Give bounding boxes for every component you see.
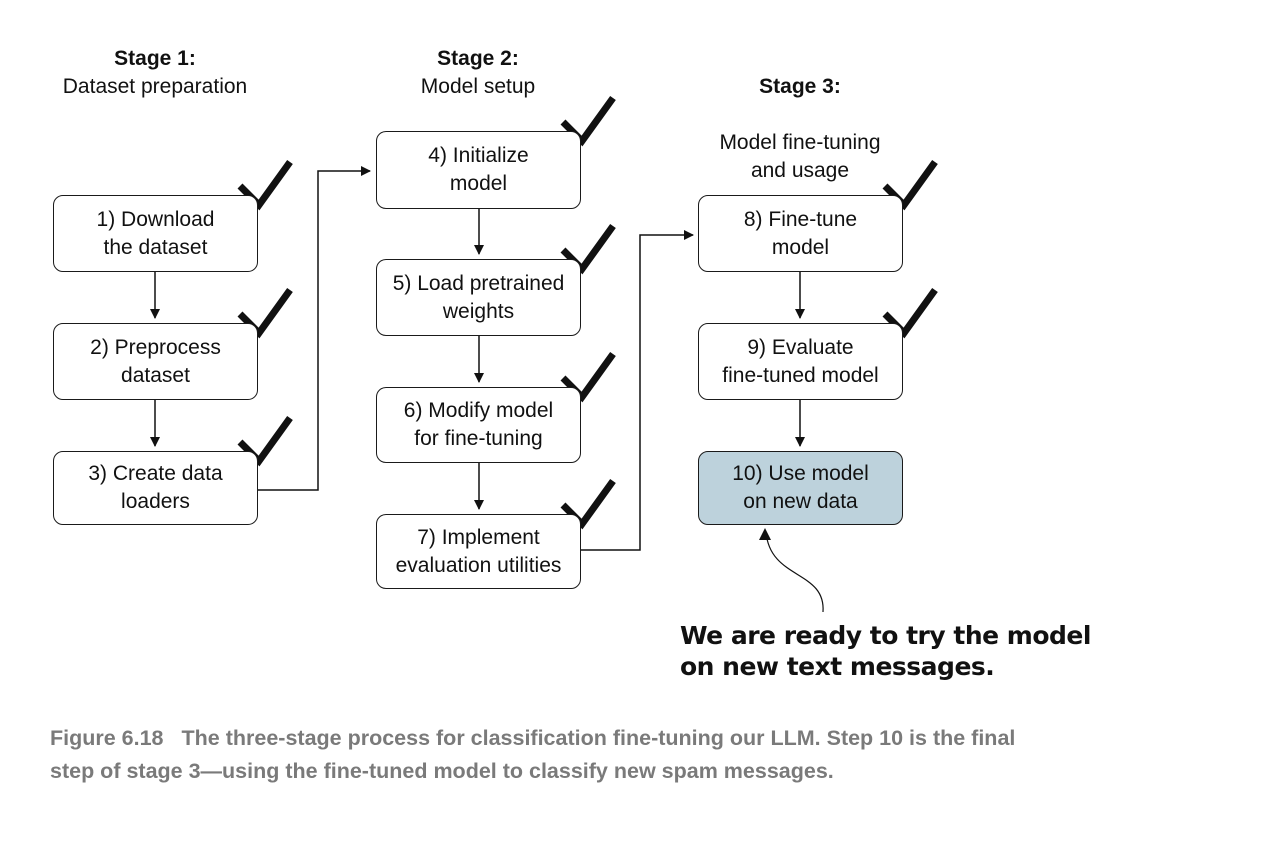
checkmark-icon: [560, 223, 616, 275]
checkmark-icon: [560, 95, 616, 147]
stage-2-title: Stage 2: Model setup: [353, 45, 603, 101]
stage-1-title: Stage 1: Dataset preparation: [30, 45, 280, 101]
callout-text: We are ready to try the model on new tex…: [680, 620, 1240, 682]
callout-line-1: We are ready to try the model: [680, 621, 1091, 650]
stage-2-subtitle: Model setup: [420, 75, 536, 98]
checkmark-icon: [560, 478, 616, 530]
stage-3-title: Stage 3: Model fine-tuning and usage: [675, 45, 925, 185]
step-3-box: 3) Create data loaders: [53, 451, 258, 525]
checkmark-icon: [237, 287, 293, 339]
figure-label: Figure 6.18: [50, 726, 164, 750]
step-1-box: 1) Download the dataset: [53, 195, 258, 272]
step-7-box: 7) Implement evaluation utilities: [376, 514, 581, 589]
callout-arrow: [765, 531, 824, 613]
checkmark-icon: [882, 159, 938, 211]
stage-1-subtitle: Dataset preparation: [62, 75, 248, 98]
arrow-7-8: [581, 230, 694, 551]
stage-3-subtitle: Model fine-tuning and usage: [719, 131, 881, 182]
checkmarks: [237, 95, 938, 530]
checkmark-icon: [237, 415, 293, 467]
checkmark-icon: [237, 159, 293, 211]
step-5-box: 5) Load pretrained weights: [376, 259, 581, 336]
step-8-box: 8) Fine-tune model: [698, 195, 903, 272]
callout-line-2: on new text messages.: [680, 652, 995, 681]
step-4-box: 4) Initialize model: [376, 131, 581, 209]
callout-arrowhead: [759, 528, 771, 540]
stage-1-label: Stage 1:: [114, 47, 196, 70]
stage-3-label: Stage 3:: [759, 75, 841, 98]
stage-2-label: Stage 2:: [437, 47, 519, 70]
caption-text: The three-stage process for classificati…: [50, 726, 1016, 783]
arrow-3-4: [258, 166, 371, 491]
checkmark-icon: [882, 287, 938, 339]
step-2-box: 2) Preprocess dataset: [53, 323, 258, 400]
step-9-box: 9) Evaluate fine-tuned model: [698, 323, 903, 400]
checkmark-icon: [560, 351, 616, 403]
step-6-box: 6) Modify model for fine-tuning: [376, 387, 581, 463]
step-10-box: 10) Use model on new data: [698, 451, 903, 525]
